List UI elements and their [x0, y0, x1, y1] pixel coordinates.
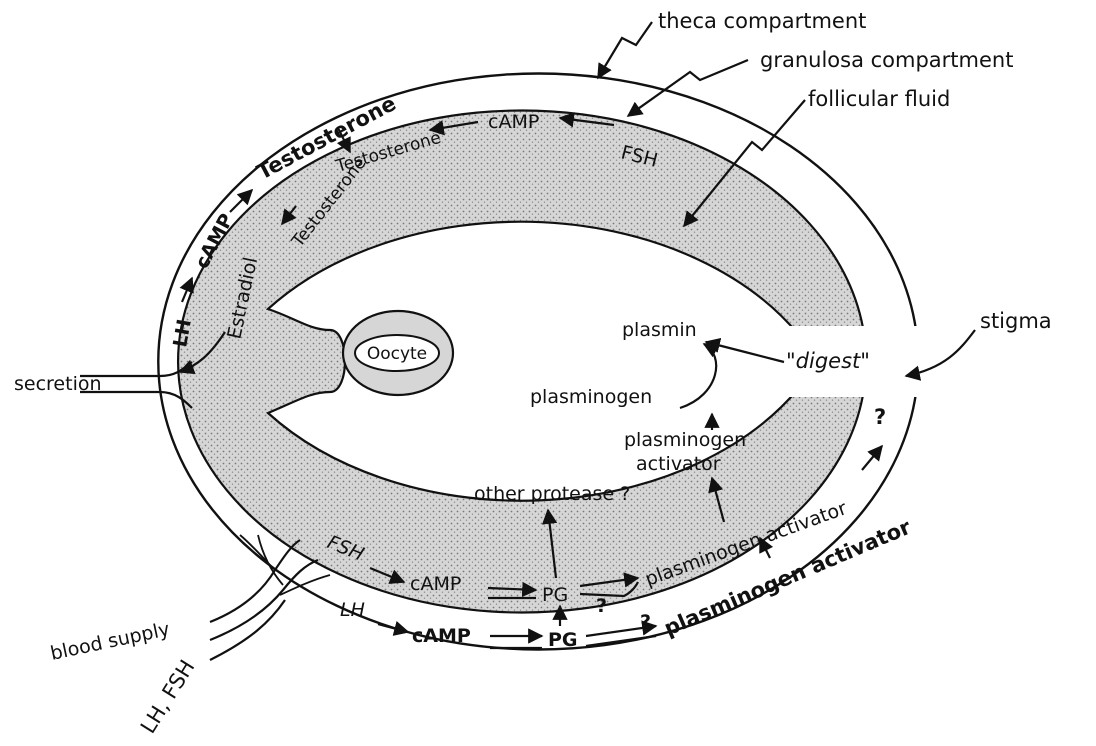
granulosa-pg: PG: [542, 584, 568, 606]
theca-lh-bottom: LH: [340, 599, 365, 621]
plasminogen-label: plasminogen: [530, 386, 652, 408]
follicular-fluid-label: follicular fluid: [808, 87, 950, 111]
granulosa-camp-top: cAMP: [488, 111, 539, 133]
theca-camp-bottom: cAMP: [412, 625, 471, 647]
oocyte-label: Oocyte: [367, 344, 427, 364]
digest-label: "digest": [786, 349, 870, 373]
theca-pointer: [598, 22, 652, 78]
granulosa-question: ?: [596, 595, 607, 617]
stigma-label: stigma: [980, 309, 1052, 333]
other-protease-label: other protease ?: [474, 483, 630, 505]
granulosa-compartment-label: granulosa compartment: [760, 48, 1013, 72]
plasmin-label: plasmin: [622, 319, 697, 341]
blood-supply-label: blood supply: [48, 618, 171, 665]
plasminogen-activator-line1: plasminogen: [624, 429, 746, 451]
theca-question-top: ?: [874, 405, 886, 429]
theca-compartment-label: theca compartment: [658, 9, 866, 33]
plasminogen-activator-line2: activator: [636, 453, 721, 475]
secretion-label: secretion: [14, 373, 102, 395]
lh-fsh-label: LH, FSH: [136, 656, 200, 738]
theca-question: ?: [640, 611, 651, 633]
granulosa-camp-bottom: cAMP: [410, 573, 461, 595]
theca-pg: PG: [548, 629, 578, 651]
